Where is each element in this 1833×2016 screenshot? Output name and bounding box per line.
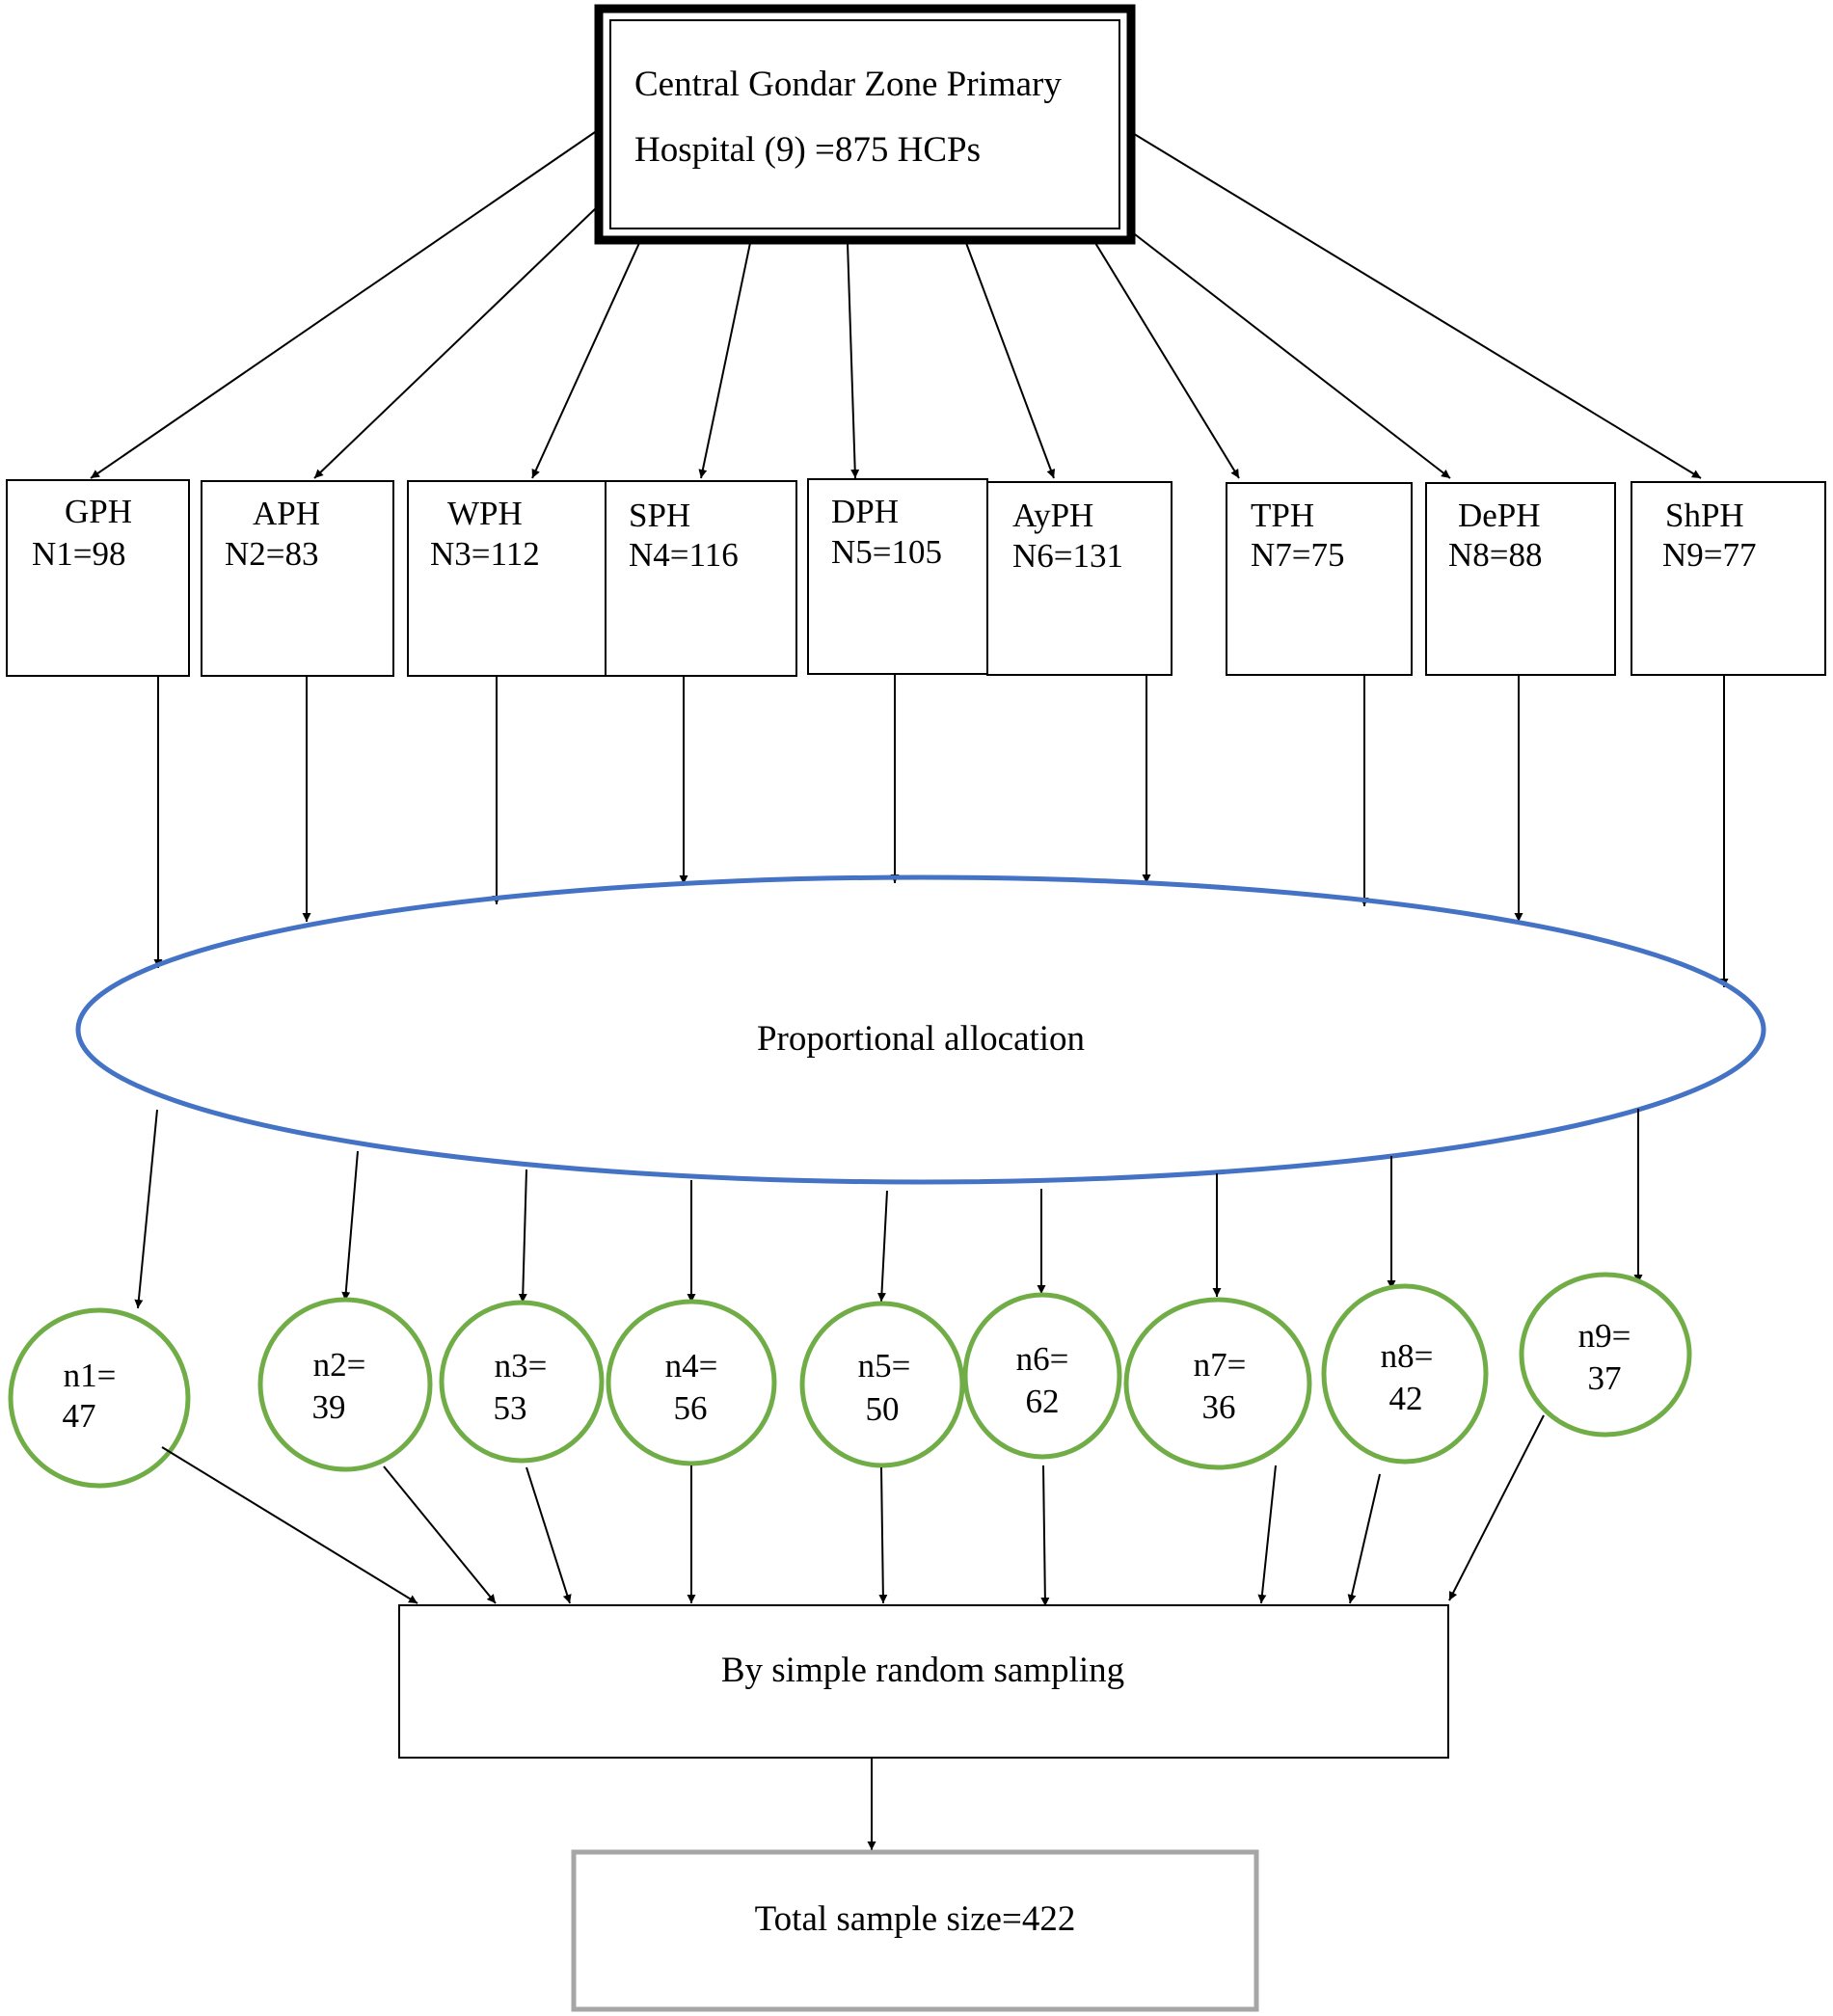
allocation-label: Proportional allocation — [757, 1019, 1085, 1059]
arrow-allocation-to-n1 — [134, 1109, 158, 1309]
top-to-hospital-arrows — [90, 129, 1702, 479]
sample-value: 37 — [1588, 1359, 1622, 1397]
sample-to-sampling-arrows — [161, 1414, 1545, 1607]
arrow-n2-to-sampling — [383, 1465, 497, 1604]
arrow-n1-to-sampling — [161, 1446, 418, 1604]
sample-label: n6= — [1016, 1340, 1069, 1378]
arrow-n9-to-sampling — [1448, 1414, 1545, 1601]
allocation-ellipse: Proportional allocation — [75, 874, 1766, 1185]
top-box-line1: Central Gondar Zone Primary — [634, 65, 1062, 104]
sampling-box: By simple random sampling — [398, 1604, 1449, 1759]
sample-label: n9= — [1578, 1317, 1631, 1355]
sample-label: n4= — [665, 1347, 718, 1384]
arrow-top-to-dph — [847, 242, 860, 479]
hospital-name: AyPH — [1012, 497, 1093, 534]
arrow-top-to-sph — [698, 242, 751, 479]
sample-label: n5= — [858, 1347, 911, 1384]
hospital-name: ShPH — [1665, 497, 1744, 534]
hospital-count: N1=98 — [32, 535, 126, 573]
hospital-count: N3=112 — [430, 535, 540, 573]
sample-circle-n5: n5= 50 — [799, 1301, 965, 1468]
hospital-box-sph: SPH N4=116 — [605, 480, 797, 677]
arrow-top-to-wph — [531, 242, 640, 479]
top-box-outer-border — [594, 4, 1136, 245]
hospital-count: N8=88 — [1448, 536, 1543, 574]
arrow-n7-to-sampling — [1257, 1465, 1277, 1604]
sample-label: n7= — [1194, 1346, 1247, 1384]
hospital-name: SPH — [629, 497, 690, 534]
arrow-top-to-deph — [1130, 230, 1451, 479]
arrow-n5-to-sampling — [878, 1466, 888, 1604]
sample-value: 56 — [674, 1389, 708, 1427]
arrow-allocation-to-n5 — [876, 1190, 888, 1303]
sample-circles: n1= 47 n2= 39 n3= 53 n4= 56 n5= 50 n6= 6… — [8, 1272, 1692, 1489]
sample-value: 62 — [1026, 1383, 1060, 1420]
sample-label: n1= — [64, 1357, 117, 1394]
sample-circle-n7: n7= 36 — [1123, 1297, 1312, 1470]
arrow-n8-to-sampling — [1347, 1473, 1381, 1604]
total-box: Total sample size=422 — [571, 1849, 1259, 2012]
arrow-allocation-to-n3 — [518, 1169, 527, 1304]
allocation-to-sample-arrows — [134, 1109, 1643, 1309]
sample-value: 53 — [494, 1389, 527, 1427]
sample-value: 36 — [1202, 1388, 1236, 1426]
sample-value: 50 — [866, 1390, 900, 1428]
allocation-ellipse-shape — [75, 874, 1766, 1185]
sample-circle-n9: n9= 37 — [1519, 1272, 1692, 1438]
hospital-box-shph: ShPH N9=77 — [1631, 481, 1826, 676]
sample-circle-n4: n4= 56 — [606, 1299, 777, 1466]
top-box-line2: Hospital (9) =875 HCPs — [634, 130, 981, 170]
total-label: Total sample size=422 — [755, 1899, 1076, 1939]
arrow-top-to-aph — [313, 205, 599, 479]
arrow-top-to-tph — [1094, 242, 1240, 479]
sample-circle-n2: n2= 39 — [257, 1297, 433, 1472]
arrow-allocation-to-n2 — [341, 1150, 359, 1302]
hospital-count: N4=116 — [629, 536, 739, 574]
hospital-to-allocation-arrows — [153, 675, 1729, 987]
hospital-name: GPH — [65, 493, 132, 530]
hospital-box-dph: DPH N5=105 — [807, 478, 988, 675]
arrow-n3-to-sampling — [526, 1466, 572, 1604]
hospital-name: TPH — [1251, 497, 1314, 534]
top-box: Central Gondar Zone Primary Hospital (9)… — [594, 4, 1136, 245]
sample-circle-n8: n8= 42 — [1321, 1283, 1489, 1465]
hospital-count: N5=105 — [831, 533, 942, 571]
top-box-inner-border — [609, 19, 1120, 229]
hospital-name: DePH — [1458, 497, 1541, 534]
sample-circle-n6: n6= 62 — [962, 1292, 1122, 1460]
hospital-name: DPH — [831, 493, 899, 530]
sample-value: 42 — [1389, 1380, 1423, 1417]
sample-circle-n1: n1= 47 — [8, 1307, 191, 1489]
arrow-top-to-gph — [90, 129, 599, 479]
hospital-name: WPH — [447, 495, 523, 532]
hospital-name: APH — [253, 495, 320, 532]
sampling-label: By simple random sampling — [721, 1651, 1124, 1690]
arrow-top-to-shph — [1130, 131, 1702, 479]
sample-label: n3= — [495, 1347, 548, 1384]
sample-label: n2= — [313, 1346, 366, 1384]
sample-value: 39 — [312, 1388, 346, 1426]
hospital-box-gph: GPH N1=98 — [6, 479, 190, 677]
arrow-n6-to-sampling — [1040, 1465, 1050, 1607]
sample-value: 47 — [63, 1397, 96, 1435]
hospital-box-deph: DePH N8=88 — [1425, 482, 1616, 676]
hospital-count: N7=75 — [1251, 536, 1345, 574]
hospital-box-aph: APH N2=83 — [201, 480, 394, 677]
hospital-box-ayph: AyPH N6=131 — [986, 481, 1173, 676]
hospital-box-wph: WPH N3=112 — [407, 480, 607, 677]
hospital-box-tph: TPH N7=75 — [1226, 482, 1413, 676]
hospital-count: N2=83 — [225, 535, 319, 573]
hospital-count: N6=131 — [1012, 537, 1123, 575]
hospital-count: N9=77 — [1662, 536, 1757, 574]
sample-label: n8= — [1381, 1337, 1434, 1375]
arrow-top-to-ayph — [965, 242, 1056, 479]
sample-circle-n3: n3= 53 — [439, 1300, 605, 1464]
